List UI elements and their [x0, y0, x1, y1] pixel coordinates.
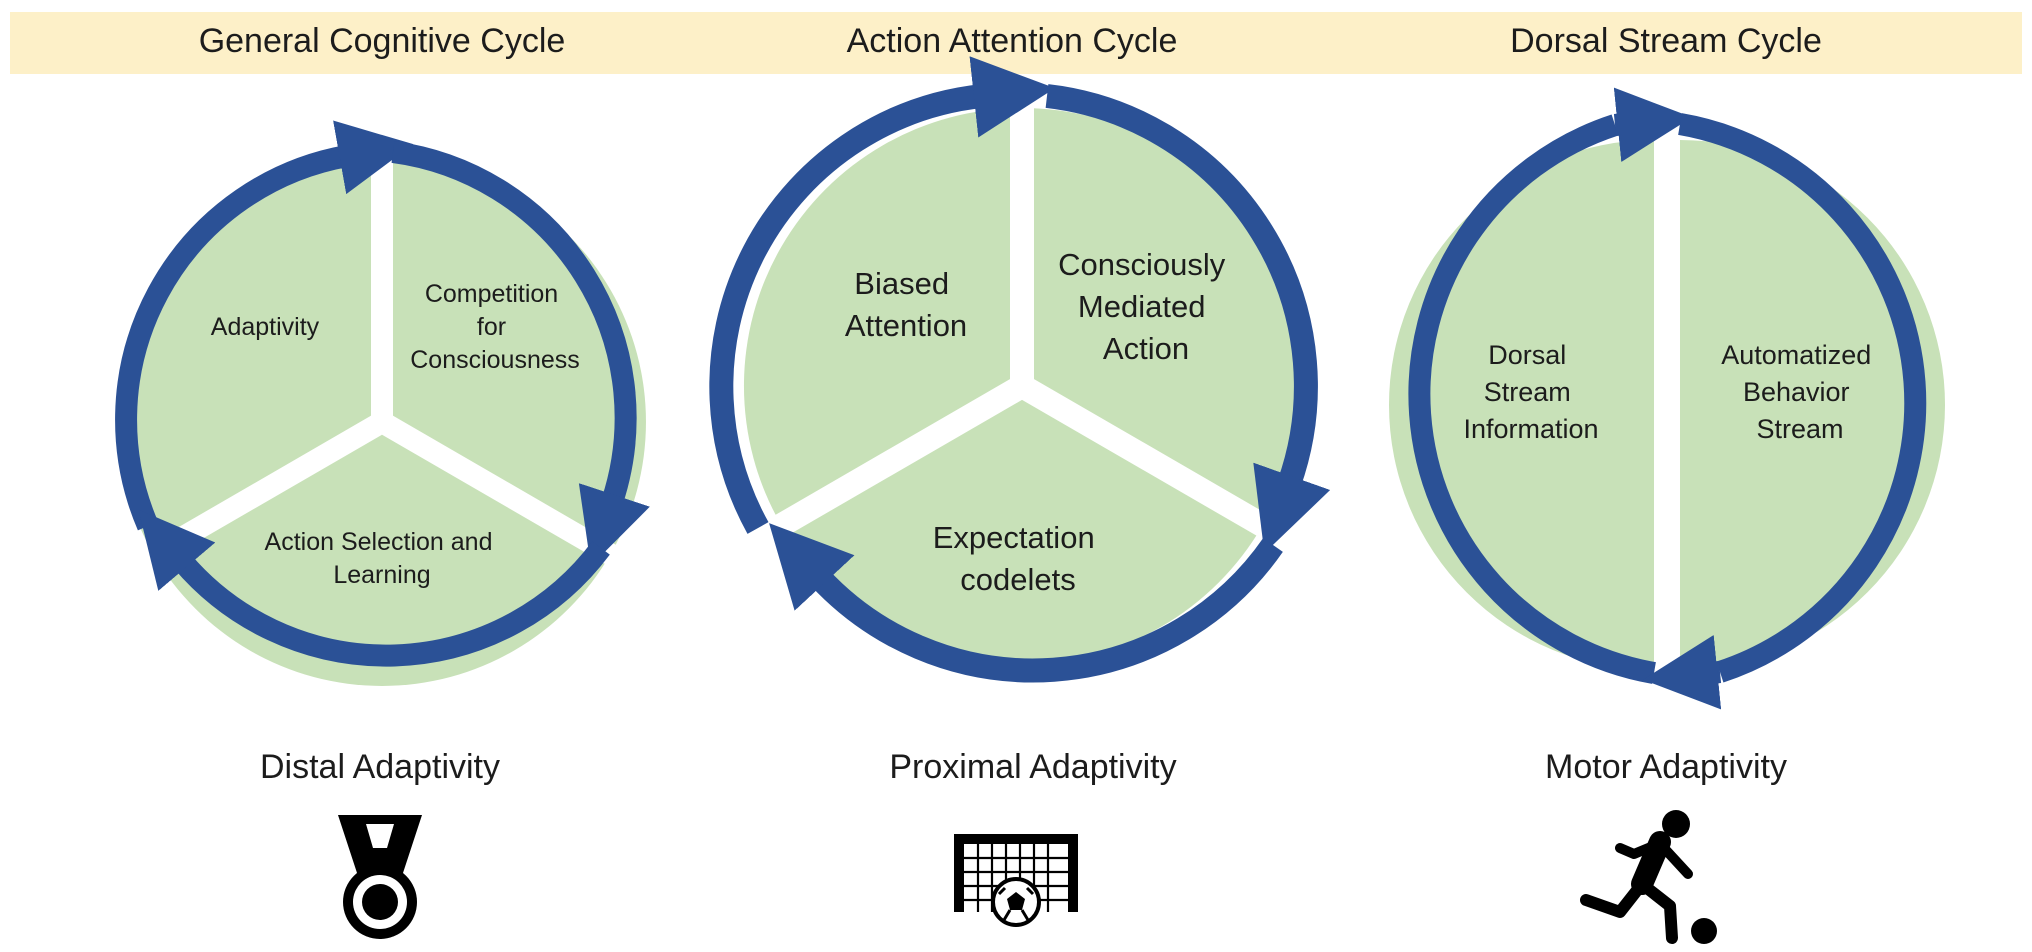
segment-label: Competition for Consciousness — [410, 280, 580, 374]
general-cognitive-cycle: Adaptivity Competition for Consciousness… — [115, 120, 650, 686]
cycle-title-general-cognitive: General Cognitive Cycle — [198, 22, 566, 60]
cycle-arrow — [1678, 113, 1927, 683]
cycle-arrow — [115, 120, 414, 531]
dorsal-stream-cycle: Dorsal Stream Information Automatized Be… — [1389, 87, 1945, 710]
segment-label: Consciously Mediated Action — [1058, 247, 1234, 366]
cycle-arrow — [1613, 87, 1692, 162]
cycle-arrow — [709, 56, 1056, 534]
soccer-goal-icon — [954, 834, 1078, 927]
medal-icon — [338, 815, 422, 939]
segment-label: Expectation codelets — [933, 520, 1104, 597]
cycle-title-dorsal-stream: Dorsal Stream Cycle — [1510, 22, 1822, 60]
cycle-arrow — [391, 141, 650, 566]
cycle-arrow — [1643, 635, 1722, 710]
segment-label: Action Selection and Learning — [265, 528, 500, 589]
action-attention-cycle: Biased Attention Consciously Mediated Ac… — [709, 56, 1331, 683]
soccer-player-icon — [1580, 810, 1717, 944]
cycle-arrow — [769, 523, 1283, 683]
adaptivity-label-motor: Motor Adaptivity — [1545, 748, 1787, 786]
cycle-title-action-attention: Action Attention Cycle — [846, 22, 1178, 60]
segment-label: Biased Attention — [845, 266, 967, 343]
segment-label: Dorsal Stream Information — [1463, 340, 1598, 444]
cycle-arrow — [138, 509, 610, 667]
cycle-arrow — [1045, 84, 1331, 554]
cycle-arrow — [1408, 114, 1656, 684]
segment-label: Adaptivity — [211, 313, 320, 341]
segment-label: Automatized Behavior Stream — [1721, 340, 1879, 444]
adaptivity-label-proximal: Proximal Adaptivity — [889, 748, 1177, 786]
adaptivity-label-distal: Distal Adaptivity — [260, 748, 500, 786]
